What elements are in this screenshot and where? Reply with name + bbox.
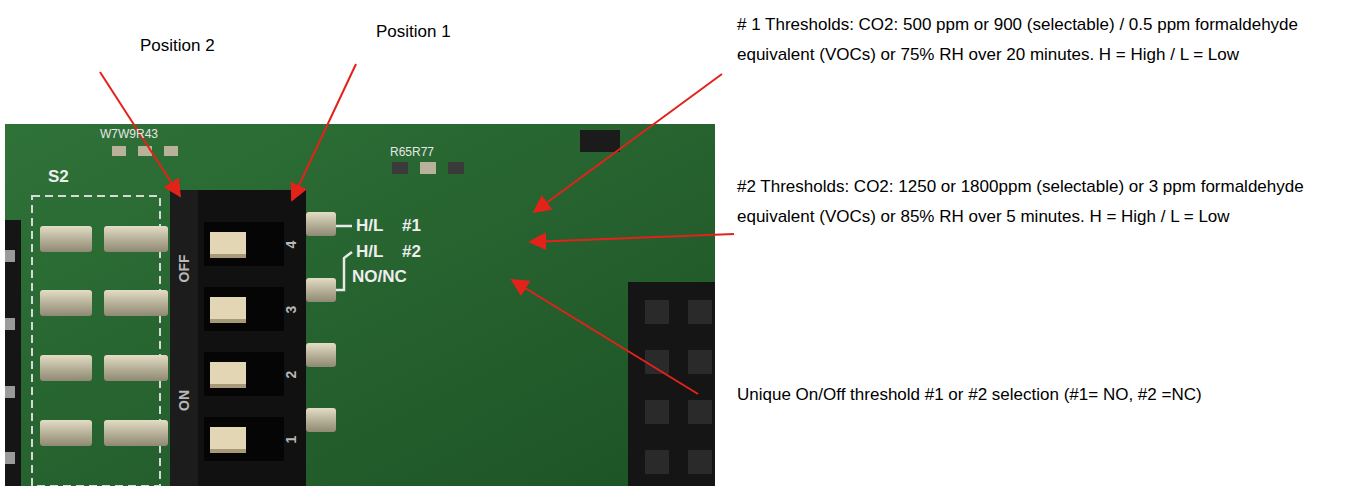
silkscreen-text: W7W9R43	[100, 128, 158, 141]
silkscreen-text: H/L	[356, 243, 383, 261]
switch-number: 3	[284, 305, 299, 313]
switch-number: 1	[284, 435, 299, 443]
silkscreen-text: #1	[402, 217, 421, 235]
right-header	[628, 282, 715, 486]
callout-label: Position 1	[376, 22, 451, 42]
threshold-note: #2 Thresholds: CO2: 1250 or 1800ppm (sel…	[737, 172, 1349, 232]
smd-parts	[112, 130, 620, 174]
silkscreen-text: #2	[402, 243, 421, 261]
switch-number: 2	[284, 370, 299, 378]
leader-arrows	[100, 64, 734, 394]
silkscreen-text: NO/NC	[352, 268, 407, 286]
silkscreen-text: S2	[48, 168, 69, 186]
threshold-note: Unique On/Off threshold #1 or #2 selecti…	[737, 380, 1349, 410]
silkscreen-text: R65R77	[390, 146, 434, 159]
callout-label: Position 2	[140, 36, 215, 56]
silkscreen-text: H/L	[356, 217, 383, 235]
switch-marking: OFF	[177, 254, 192, 282]
circuit-board	[5, 124, 715, 486]
left-header	[5, 220, 21, 486]
silkscreen-lines	[336, 226, 352, 290]
switch-number: 4	[284, 240, 299, 248]
dip-switch	[170, 190, 306, 486]
threshold-note: # 1 Thresholds: CO2: 500 ppm or 900 (sel…	[737, 10, 1349, 70]
switch-marking: ON	[177, 390, 192, 411]
